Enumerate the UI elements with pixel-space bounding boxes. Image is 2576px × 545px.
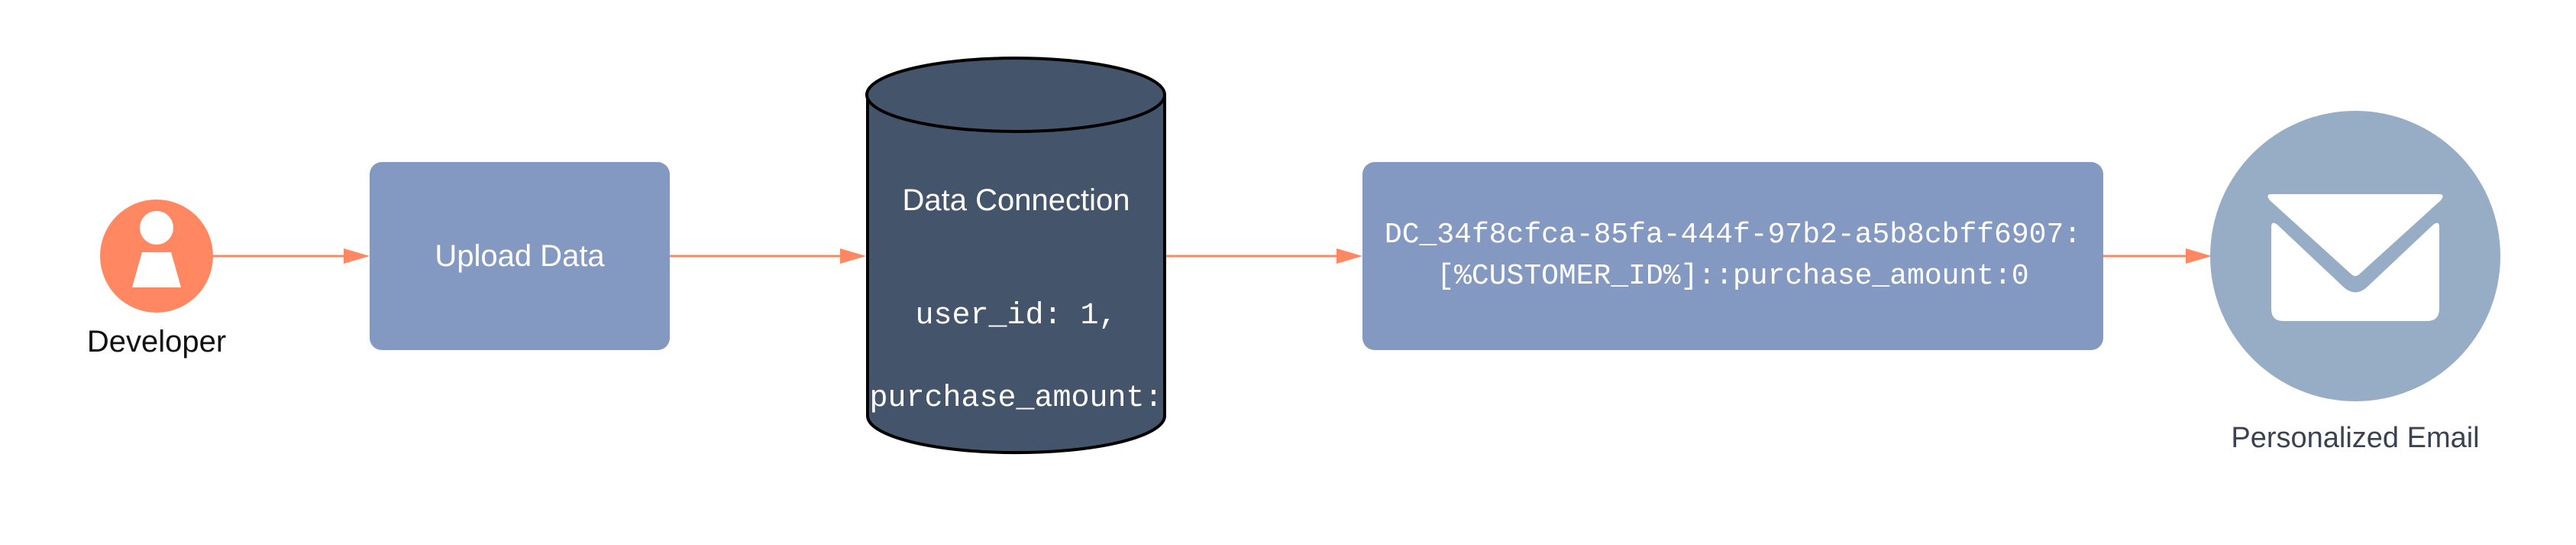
upload-data-box[interactable]: Upload Data xyxy=(370,162,670,350)
data-connection-node[interactable] xyxy=(865,57,1166,455)
edge-upload-to-data-connection xyxy=(670,248,866,264)
arrowhead-icon xyxy=(2186,248,2212,264)
record-line: 100 xyxy=(988,464,1044,498)
database-icon xyxy=(865,57,1166,455)
email-node[interactable] xyxy=(2210,111,2500,401)
data-connection-content: Data Connection user_id: 1, purchase_amo… xyxy=(866,183,1166,543)
developer-label: Developer xyxy=(86,325,227,358)
personalized-email-label: Personalized Email xyxy=(2231,422,2480,454)
template-tag-line-1: DC_34f8cfca-85fa-444f-97b2-a5b8cbff6907: xyxy=(1384,219,2082,251)
data-connection-title: Data Connection xyxy=(902,183,1130,217)
envelope-icon xyxy=(2267,194,2443,321)
edge-developer-to-upload xyxy=(213,248,370,264)
upload-data-label: Upload Data xyxy=(435,238,605,273)
edge-data-connection-to-template xyxy=(1166,248,1362,264)
record-line: purchase_amount: xyxy=(869,381,1163,416)
template-tag-line-2: [%CUSTOMER_ID%]::purchase_amount:0 xyxy=(1437,260,2029,293)
record-line: user_id: 1, xyxy=(915,299,1117,333)
template-tag-box[interactable]: DC_34f8cfca-85fa-444f-97b2-a5b8cbff6907:… xyxy=(1362,162,2103,350)
arrowhead-icon xyxy=(840,248,866,264)
person-icon xyxy=(132,211,181,287)
edge-template-to-email xyxy=(2103,248,2212,264)
arrowhead-icon xyxy=(344,248,370,264)
developer-node[interactable] xyxy=(100,200,213,313)
arrowhead-icon xyxy=(1336,248,1362,264)
data-connection-record: user_id: 1, purchase_amount: 100 xyxy=(866,255,1166,543)
